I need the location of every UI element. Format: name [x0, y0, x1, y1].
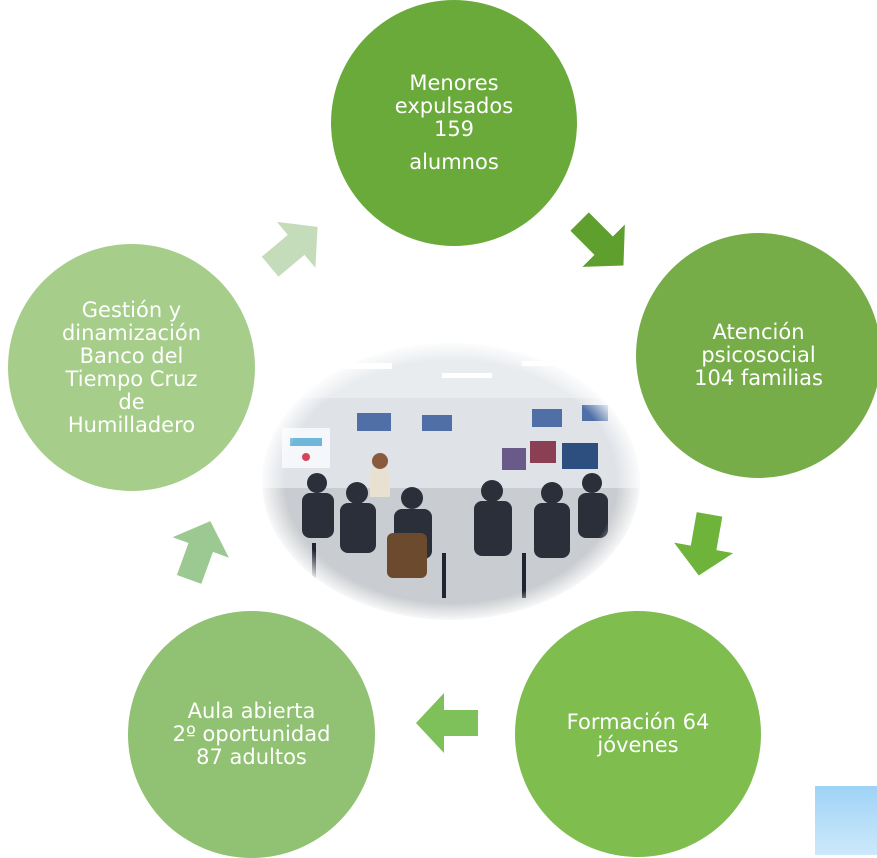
node-menores-expulsados: Menores expulsados 159 alumnos [331, 0, 577, 246]
node-2-line-3: 104 familias [694, 366, 823, 390]
node-aula-abierta: Aula abierta 2º oportunidad 87 adultos [128, 611, 375, 858]
node-5-line-2: dinamización [61, 320, 202, 345]
arrow-3-to-4 [416, 693, 478, 753]
node-1-line-1: Menores [409, 71, 499, 95]
node-1-line-3: 159 [433, 117, 475, 141]
node-1-line-4: alumnos [409, 150, 499, 174]
corner-decoration [815, 786, 877, 855]
node-4-line-1: Aula abierta [187, 699, 316, 723]
arrow-1-to-2-shape [570, 212, 625, 267]
node-1-line-2: expulsados [394, 94, 514, 118]
node-atencion-psicosocial: Atención psicosocial 104 familias [636, 233, 877, 478]
node-2-line-1: Atención [712, 320, 805, 344]
arrow-2-to-3 [674, 512, 734, 576]
node-banco-del-tiempo: Gestión y dinamización Banco del Tiempo … [8, 244, 255, 491]
arrow-4-to-5 [172, 521, 229, 584]
node-4-line-3: 87 adultos [196, 745, 307, 769]
node-5-line-4: Tiempo Cruz [65, 366, 198, 391]
arrow-5-to-1-shape [261, 221, 318, 277]
central-photo [262, 343, 640, 620]
node-5-line-5: de [118, 389, 145, 414]
node-4-line-2: 2º oportunidad [172, 722, 331, 746]
node-5-line-3: Banco del [79, 343, 184, 368]
node-5-line-1: Gestión y [81, 297, 182, 322]
node-formacion: Formación 64 jóvenes [515, 611, 761, 857]
node-3-line-1: Formación 64 [566, 710, 710, 734]
arrow-5-to-1 [261, 221, 318, 277]
node-2-line-2: psicosocial [701, 343, 816, 367]
workshop-photo-illustration [262, 343, 640, 620]
arrow-1-to-2 [570, 212, 625, 267]
node-5-line-6: Humilladero [67, 412, 196, 437]
arrow-3-to-4-shape [416, 693, 478, 753]
arrow-2-to-3-shape [674, 512, 734, 576]
node-3-line-2: jóvenes [597, 733, 679, 757]
arrow-4-to-5-shape [172, 521, 229, 584]
